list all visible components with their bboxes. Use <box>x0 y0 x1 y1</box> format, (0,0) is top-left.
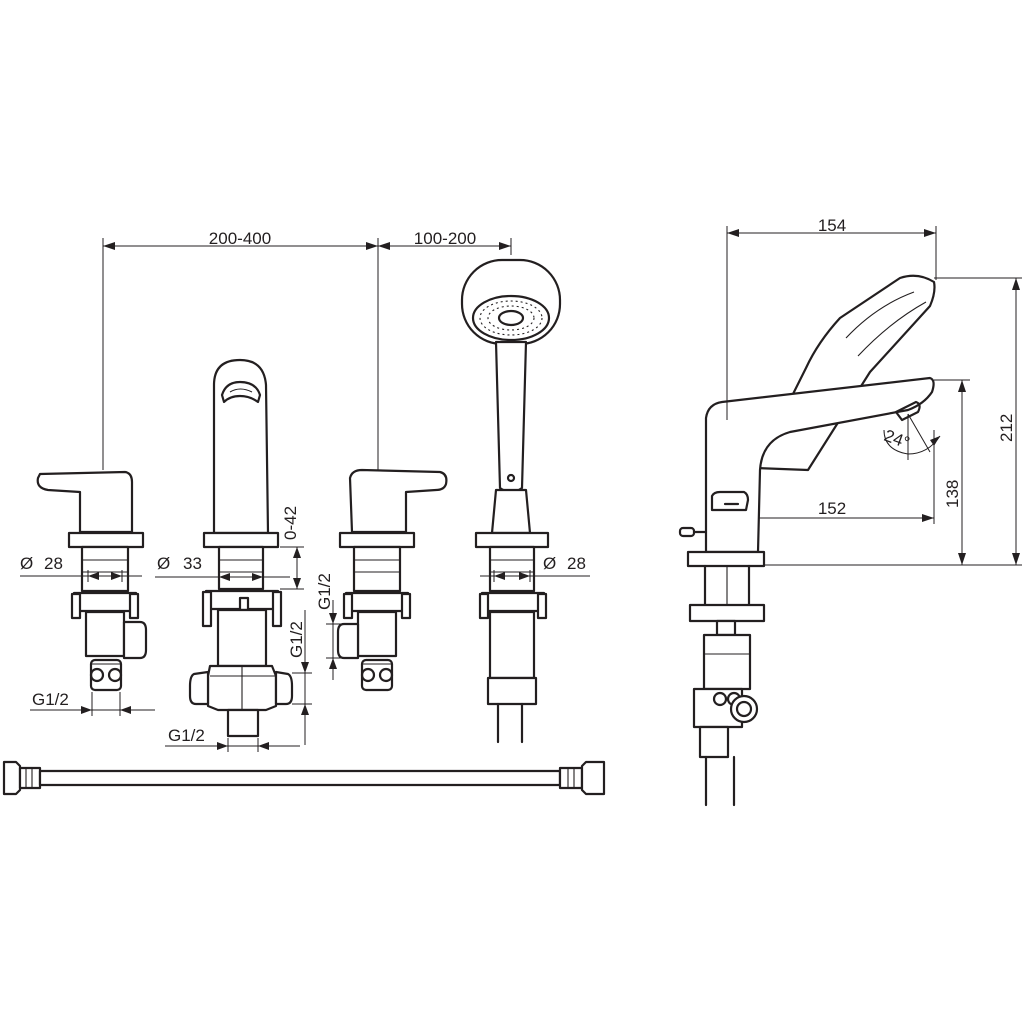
shower-diameter-label: 28 <box>567 554 586 573</box>
side-view-faucet <box>678 274 936 807</box>
center-bottom-thread-label: G1/2 <box>168 726 205 745</box>
connection-hose <box>2 760 606 796</box>
dimension-spout-diameter: Ø 33 <box>155 554 290 584</box>
dimension-deck-thickness: 0-42 <box>280 506 304 590</box>
dimension-shower-spacing: 100-200 <box>378 229 512 255</box>
dimension-shower-diameter: Ø 28 <box>480 554 590 582</box>
dimension-handle-spacing: 200-400 <box>102 229 379 470</box>
side-height-label: 212 <box>997 414 1016 442</box>
dimension-spout-height: 138 <box>934 379 970 565</box>
left-diameter-label: 28 <box>44 554 63 573</box>
center-side-thread-label: G1/2 <box>287 621 306 658</box>
dimension-left-diameter: Ø 28 <box>20 554 142 582</box>
shower-diameter-symbol: Ø <box>543 554 556 573</box>
center-spout <box>188 358 294 738</box>
handle-spacing-label: 200-400 <box>209 229 271 248</box>
hand-shower <box>460 258 562 744</box>
spout-diameter-symbol: Ø <box>157 554 170 573</box>
dimension-side-width: 154 <box>726 216 937 420</box>
dimension-center-bottom-thread: G1/2 <box>165 726 300 752</box>
shower-spacing-label: 100-200 <box>414 229 476 248</box>
spout-diameter-label: 33 <box>183 554 202 573</box>
left-thread-label: G1/2 <box>32 690 69 709</box>
spout-height-label: 138 <box>943 480 962 508</box>
left-diameter-symbol: Ø <box>20 554 33 573</box>
dimension-spout-angle: 24° <box>882 413 941 460</box>
side-width-label: 154 <box>818 216 846 235</box>
dimension-center-side-thread: G1/2 <box>287 610 312 745</box>
left-handle-valve <box>36 470 148 692</box>
dimension-left-thread: G1/2 <box>30 690 155 716</box>
deck-thickness-label: 0-42 <box>281 506 300 540</box>
spout-reach-label: 152 <box>818 499 846 518</box>
right-thread-label: G1/2 <box>315 573 334 610</box>
right-handle-valve <box>336 468 448 692</box>
dimension-right-thread: G1/2 <box>315 573 345 680</box>
dimension-side-height: 212 <box>764 277 1022 566</box>
